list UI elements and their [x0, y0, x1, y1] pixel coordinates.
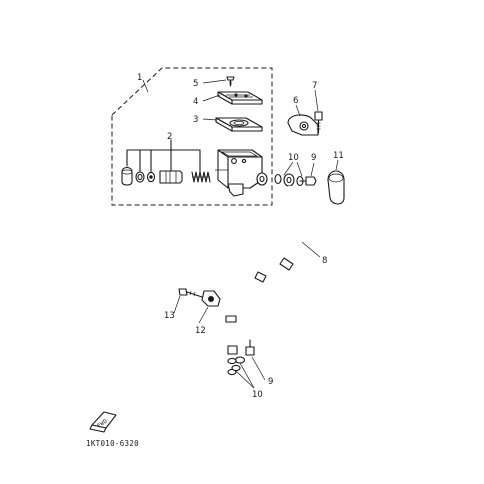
- callout-5: 5: [193, 79, 198, 89]
- callout-12: 12: [195, 326, 206, 336]
- callout-7: 7: [312, 81, 317, 91]
- callout-4: 4: [193, 97, 198, 107]
- part-5-screw: [226, 76, 235, 87]
- callout-6: 6: [293, 96, 298, 106]
- part-12-hose-clamp: [201, 290, 221, 307]
- callout-13: 13: [164, 311, 175, 321]
- figure-code: 1KT010-6320: [86, 439, 139, 448]
- part-2-piston-kit: [121, 139, 211, 186]
- front-badge-text: FWD: [97, 418, 109, 429]
- part-11-lever-cover: [327, 170, 345, 205]
- callout-10-upper: 10: [288, 153, 299, 163]
- callout-9-lower: 9: [268, 377, 273, 387]
- callout-3: 3: [193, 115, 198, 125]
- upper-union-bolt-and-washers: [274, 173, 317, 187]
- lower-union-bolt-and-washers: [227, 339, 255, 376]
- part-7-bolt: [314, 111, 323, 134]
- part-6-clamp-holder: [287, 114, 319, 136]
- callout-11: 11: [333, 151, 344, 161]
- part-3-diaphragm: [215, 117, 263, 132]
- part-13-bolt: [178, 288, 203, 298]
- master-cylinder-body: [215, 149, 268, 197]
- callout-1: 1: [137, 73, 142, 83]
- assembly-boundary-box: [111, 67, 273, 206]
- leader-lines: [142, 79, 339, 389]
- callout-labels: 1 5 4 3 2 7 6 10 9 11 8 13 12 9 10: [137, 73, 344, 400]
- front-direction-badge: FWD: [89, 411, 117, 433]
- callout-8: 8: [322, 256, 327, 266]
- part-8-brake-hose: [225, 185, 302, 355]
- callout-10-lower: 10: [252, 390, 263, 400]
- callout-9-upper: 9: [311, 153, 316, 163]
- part-4-reservoir-cap: [217, 91, 263, 105]
- callout-2: 2: [167, 132, 172, 142]
